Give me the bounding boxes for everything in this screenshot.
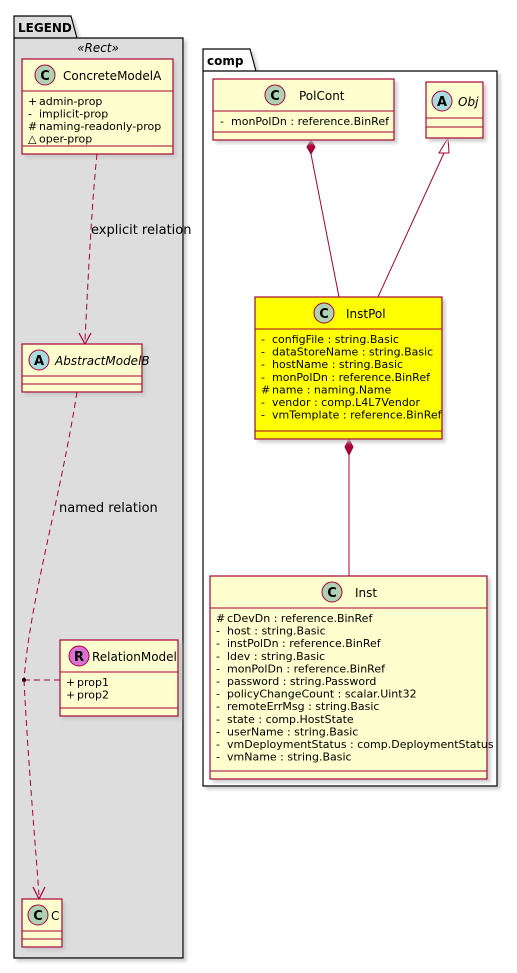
class-name: ConcreteModelA (63, 69, 162, 83)
visibility-marker: - (261, 409, 265, 422)
attribute-row: prop1 (77, 676, 109, 689)
visibility-marker: - (216, 650, 220, 663)
visibility-marker: + (28, 95, 37, 108)
attribute-row: vendor : comp.L4L7Vendor (272, 396, 421, 409)
visibility-marker: - (220, 115, 224, 128)
visibility-marker: + (66, 676, 75, 689)
attribute-row: admin-prop (39, 95, 102, 108)
visibility-marker: - (216, 675, 220, 688)
composition-instpol-inst (344, 437, 354, 576)
attribute-row: vmDeploymentStatus : comp.DeploymentStat… (227, 738, 494, 751)
visibility-marker: △ (28, 133, 37, 146)
class-type-letter: A (437, 95, 447, 110)
class-name: C (51, 909, 59, 923)
attribute-row: ldev : string.Basic (227, 650, 325, 663)
abstract-type-a-icon (431, 90, 453, 112)
class-concrete-model-a[interactable]: C ConcreteModelA +admin-prop-implicit-pr… (21, 58, 174, 155)
class-name: Obj (458, 95, 479, 109)
class-type-c-icon (27, 904, 49, 926)
legend-package-title: LEGEND (18, 21, 72, 35)
class-type-letter: C (40, 69, 50, 84)
attribute-row: vmTemplate : reference.BinRef (272, 409, 443, 422)
class-type-letter: C (327, 586, 337, 601)
attribute-row: instPolDn : reference.BinRef (227, 637, 382, 650)
attribute-row: host : string.Basic (227, 625, 326, 638)
attribute-row: implicit-prop (39, 108, 108, 121)
attribute-row: policyChangeCount : scalar.Uint32 (227, 688, 417, 701)
visibility-marker: # (261, 383, 270, 396)
visibility-marker: + (66, 689, 75, 702)
visibility-marker: - (216, 625, 220, 638)
attribute-row: dataStoreName : string.Basic (272, 346, 433, 359)
class-instpol[interactable]: C InstPol -configFile : string.Basic-dat… (254, 296, 443, 440)
attribute-row: monPolDn : reference.BinRef (227, 662, 386, 675)
visibility-marker: - (261, 346, 265, 359)
visibility-marker: - (216, 738, 220, 751)
visibility-marker: - (216, 713, 220, 726)
visibility-marker: - (216, 688, 220, 701)
relation-type-r-icon (68, 645, 90, 667)
visibility-marker: - (216, 725, 220, 738)
visibility-marker: - (28, 108, 32, 121)
visibility-marker: # (28, 120, 37, 133)
visibility-marker: - (216, 637, 220, 650)
abstract-type-a-icon (28, 349, 50, 371)
attribute-row: name : naming.Name (272, 383, 392, 396)
attribute-row: monPolDn : reference.BinRef (231, 115, 390, 128)
class-relation-model[interactable]: R RelationModel +prop1+prop2 (59, 639, 179, 717)
named-relation-label: named relation (59, 501, 158, 516)
generalization-instpol-obj (377, 136, 450, 298)
visibility-marker: - (216, 662, 220, 675)
legend-package: LEGEND «Rect» (13, 15, 184, 959)
class-abstract-model-b[interactable]: A AbstractModelB (21, 343, 150, 393)
attribute-row: userName : string.Basic (227, 725, 358, 738)
visibility-marker: - (261, 396, 265, 409)
legend-stereotype: «Rect» (77, 41, 119, 55)
attribute-row: oper-prop (39, 133, 92, 146)
visibility-marker: - (261, 358, 265, 371)
explicit-relation-label: explicit relation (91, 223, 191, 238)
attribute-row: prop2 (77, 689, 109, 702)
class-inst[interactable]: C Inst #cDevDn : reference.BinRef-host :… (209, 575, 494, 780)
composition-polcont-instpol (306, 138, 340, 298)
visibility-marker: - (261, 333, 265, 346)
visibility-marker: # (216, 612, 225, 625)
class-c[interactable]: C C (21, 898, 63, 948)
visibility-marker: - (261, 371, 265, 384)
comp-package-title: comp (207, 54, 244, 68)
attribute-row: naming-readonly-prop (39, 120, 161, 133)
class-type-letter: C (270, 89, 280, 104)
class-type-c-icon (313, 302, 335, 324)
class-polcont[interactable]: C PolCont -monPolDn : reference.BinRef (212, 78, 395, 141)
attribute-row: vmName : string.Basic (227, 751, 352, 764)
attribute-row: password : string.Password (227, 675, 376, 688)
class-type-c-icon (321, 581, 343, 603)
class-type-letter: C (319, 307, 329, 322)
attribute-row: cDevDn : reference.BinRef (227, 612, 373, 625)
attribute-row: configFile : string.Basic (272, 333, 399, 346)
class-name: InstPol (346, 307, 386, 321)
attribute-row: monPolDn : reference.BinRef (272, 371, 431, 384)
class-type-c-icon (34, 64, 56, 86)
class-name: AbstractModelB (54, 354, 150, 368)
attribute-row: remoteErrMsg : string.Basic (227, 700, 379, 713)
class-type-letter: A (34, 354, 44, 369)
class-obj[interactable]: A Obj (425, 81, 484, 139)
class-name: Inst (355, 586, 377, 600)
class-name: RelationModel (92, 650, 177, 664)
visibility-marker: - (216, 700, 220, 713)
class-type-c-icon (264, 84, 286, 106)
class-type-letter: R (74, 650, 84, 665)
attribute-row: state : comp.HostState (227, 713, 354, 726)
visibility-marker: - (216, 751, 220, 764)
attribute-row: hostName : string.Basic (272, 358, 403, 371)
class-type-letter: C (33, 909, 43, 924)
class-name: PolCont (299, 89, 345, 103)
